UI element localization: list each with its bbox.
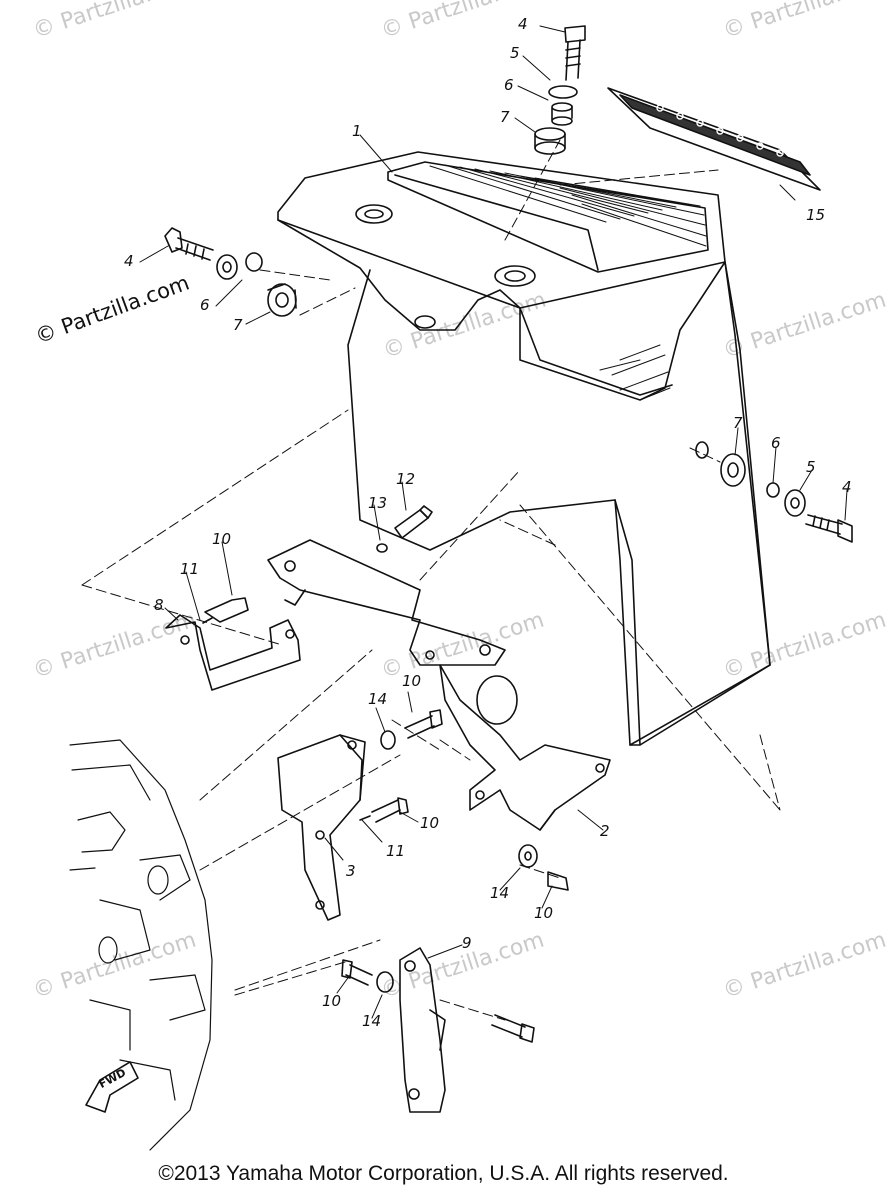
callout-1: 1 xyxy=(352,122,362,140)
bolt-12-13 xyxy=(376,505,433,553)
copyright-notice: ©2013 Yamaha Motor Corporation, U.S.A. A… xyxy=(158,1162,729,1185)
leader-lines xyxy=(139,25,848,1019)
part-2-bracket xyxy=(439,664,611,831)
callout-4-left: 4 xyxy=(124,252,134,270)
callout-7-left: 7 xyxy=(233,316,243,334)
callout-3: 3 xyxy=(346,862,356,880)
callout-10-upper: 10 xyxy=(212,530,232,548)
part-1-cover xyxy=(277,151,771,746)
callout-10-middle: 10 xyxy=(402,672,422,690)
callout-10-right: 10 xyxy=(534,904,554,922)
fwd-arrow-icon xyxy=(85,1061,139,1113)
callout-11-upper: 11 xyxy=(180,560,200,578)
centerlines xyxy=(81,139,781,1021)
callout-14-right: 14 xyxy=(490,884,510,902)
callout-5-right: 5 xyxy=(806,458,816,476)
callout-14-bottom: 14 xyxy=(362,1012,382,1030)
callout-6-right: 6 xyxy=(771,434,781,452)
part-3-bracket xyxy=(277,734,366,921)
callout-15: 15 xyxy=(806,206,826,224)
right-bolt-stack xyxy=(695,441,853,543)
part-8-bracket xyxy=(165,597,301,691)
callout-7-right: 7 xyxy=(733,414,743,432)
callout-5-top: 5 xyxy=(510,44,520,62)
callout-9: 9 xyxy=(462,934,472,952)
grille-ribs xyxy=(429,164,707,247)
callout-2: 2 xyxy=(600,822,610,840)
callout-12: 12 xyxy=(396,470,416,488)
top-bolt-stack xyxy=(534,25,586,155)
callout-10-lower: 10 xyxy=(420,814,440,832)
callout-11-lower: 11 xyxy=(386,842,406,860)
part-15-decal xyxy=(607,87,821,191)
callout-4-right: 4 xyxy=(842,478,852,496)
middle-bolts xyxy=(359,709,569,891)
side-shading xyxy=(599,344,671,401)
callout-6-left: 6 xyxy=(200,296,210,314)
cross-bracket xyxy=(267,539,506,666)
callout-4-top: 4 xyxy=(518,15,528,33)
lower-bracket xyxy=(341,947,535,1113)
callout-7-top: 7 xyxy=(500,108,510,126)
callout-8: 8 xyxy=(154,596,164,614)
callout-13: 13 xyxy=(368,494,388,512)
callout-6-top: 6 xyxy=(504,76,514,94)
left-bolt-stack xyxy=(164,227,297,317)
callout-10-bottom: 10 xyxy=(322,992,342,1010)
engine-outline xyxy=(69,739,213,1151)
callout-14-middle: 14 xyxy=(368,690,388,708)
